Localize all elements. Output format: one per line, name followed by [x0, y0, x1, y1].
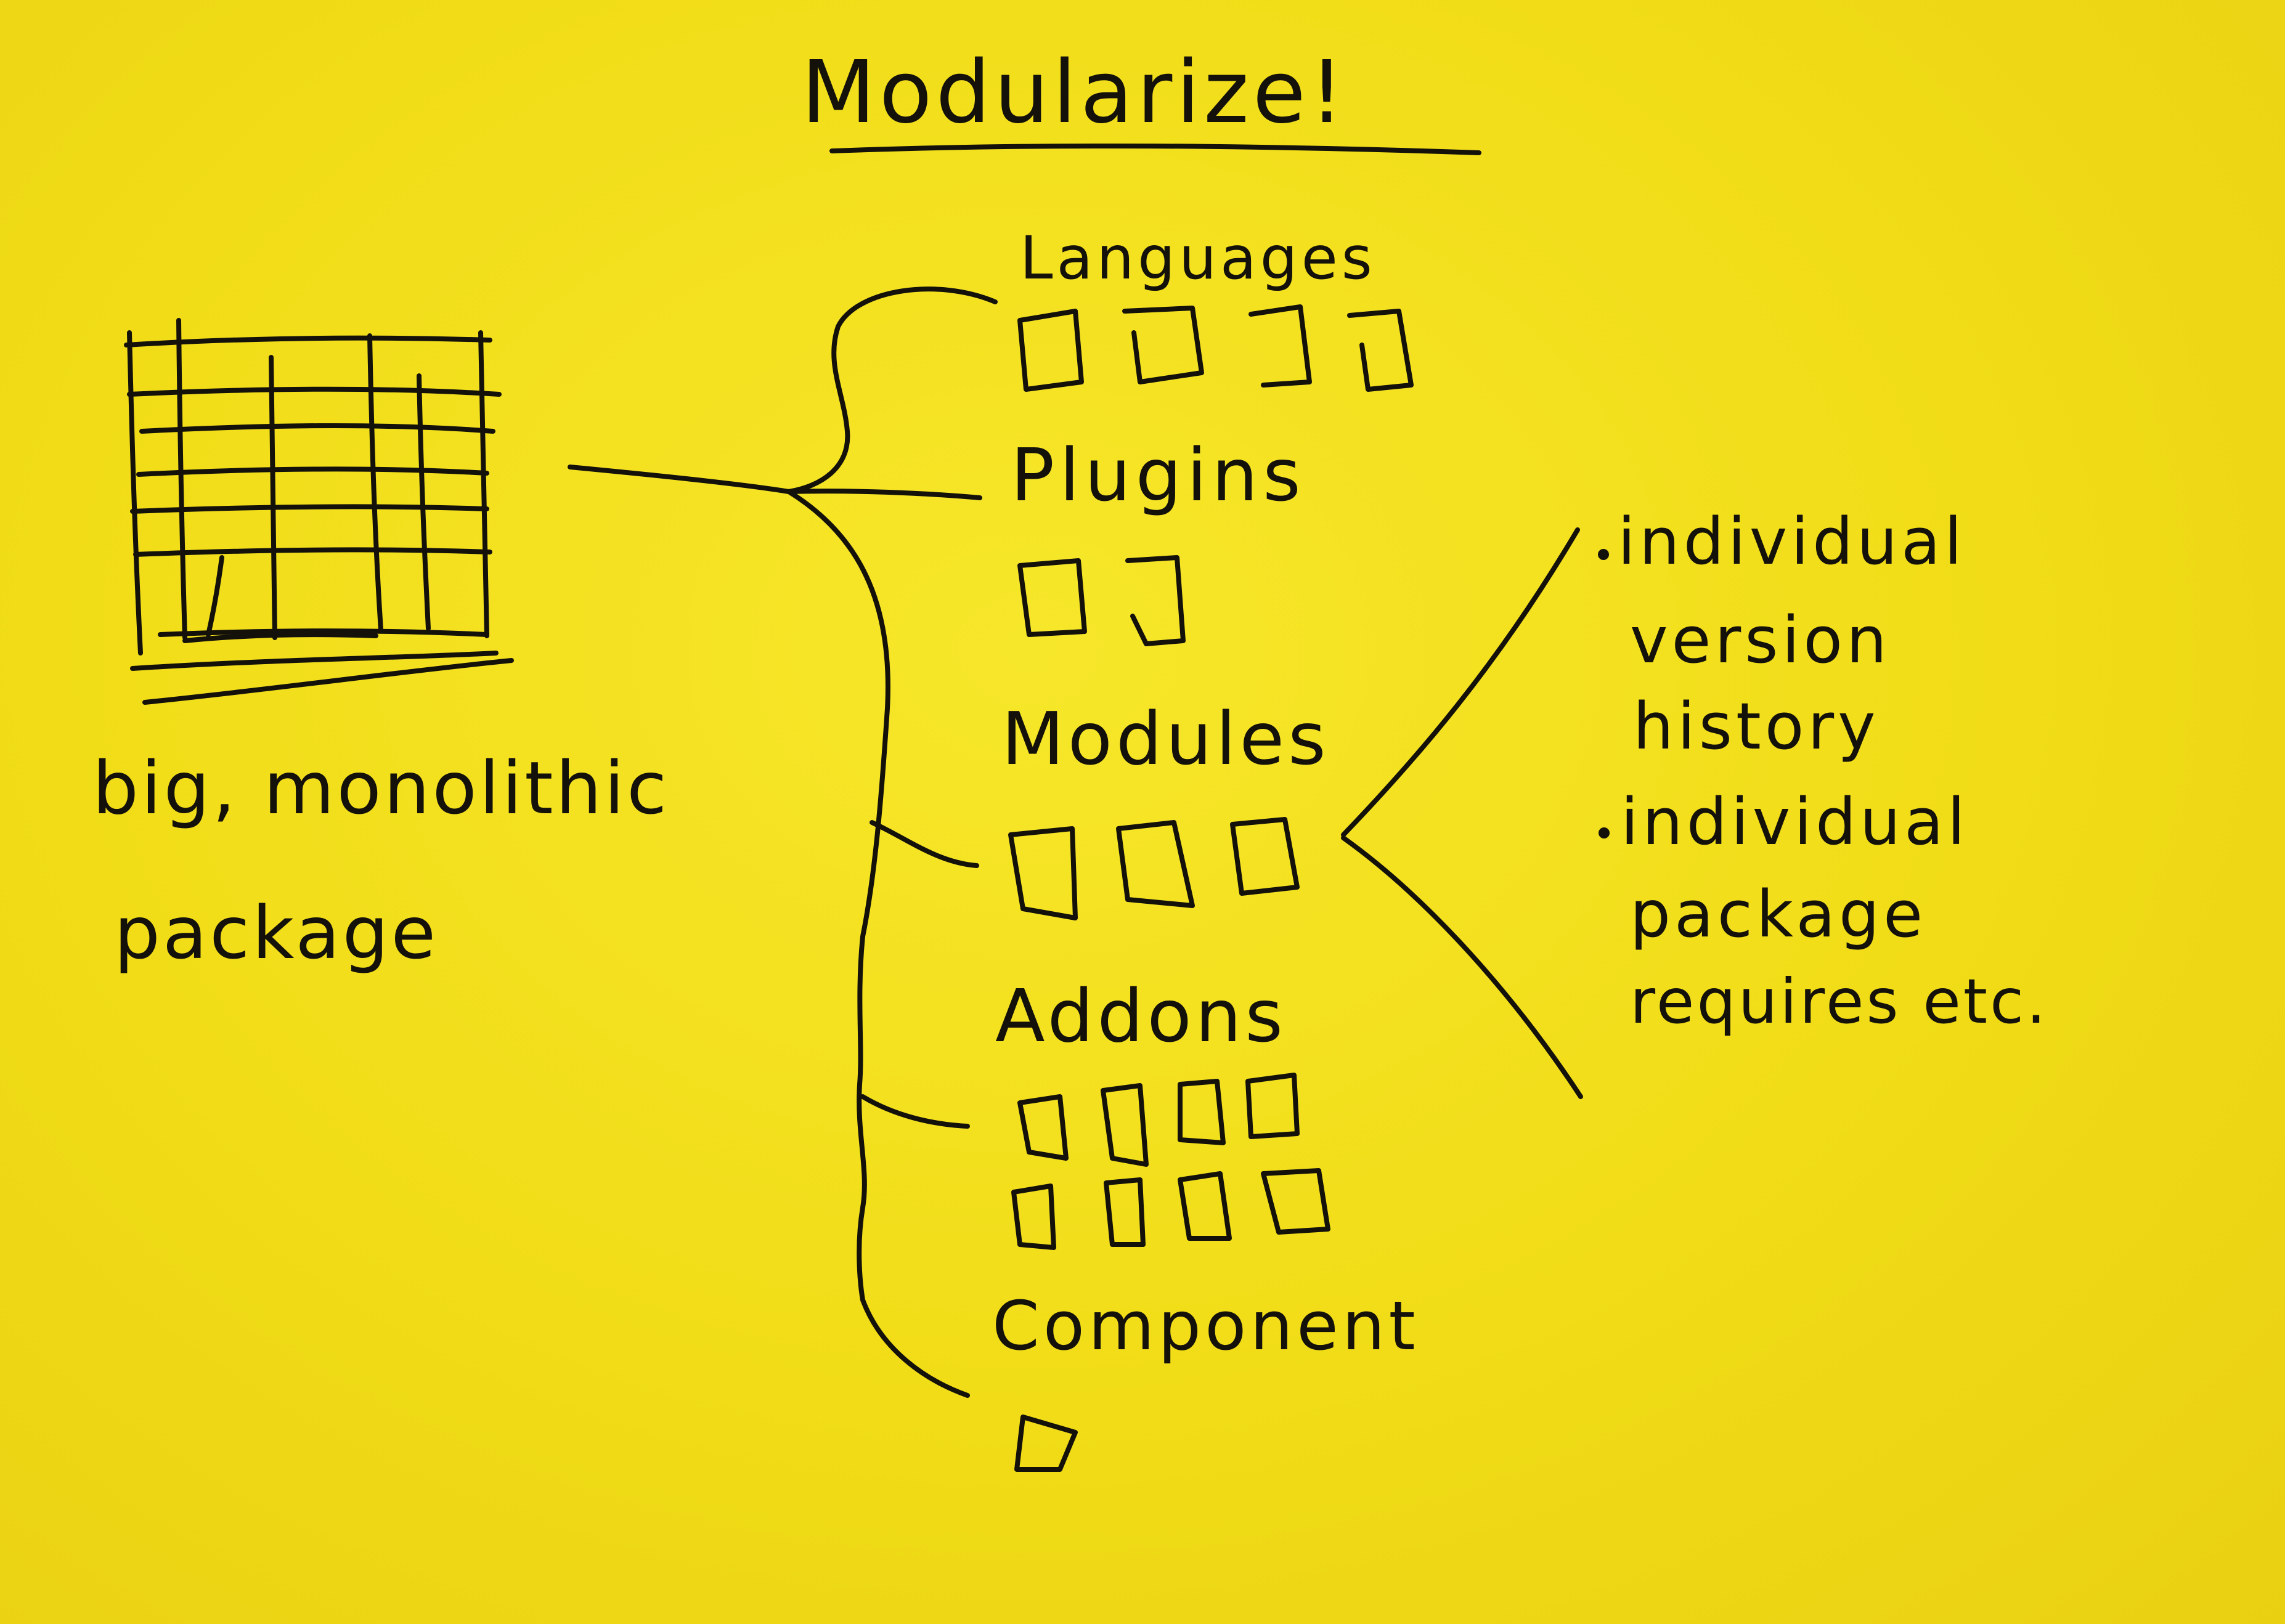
modules-fan-line-lower	[1341, 835, 1583, 1099]
package-icon	[1230, 817, 1300, 896]
package-icon	[1347, 309, 1414, 392]
category-modules-label: Modules	[1001, 696, 1330, 781]
languages-branch	[786, 286, 998, 494]
category-components-label: Component	[992, 1286, 1419, 1365]
package-icon	[1011, 1183, 1056, 1250]
package-icon	[1248, 304, 1312, 388]
note-1-line-2: version	[1630, 603, 1891, 678]
package-icon	[1101, 1083, 1149, 1167]
bullet-point	[1598, 549, 1609, 560]
package-icon	[1178, 1171, 1232, 1241]
package-icon	[1008, 826, 1078, 920]
package-icon	[1261, 1168, 1330, 1235]
bullet-point	[1599, 827, 1610, 838]
note-1-line-3: history	[1633, 689, 1880, 764]
category-plugins-label: Plugins	[1011, 432, 1306, 518]
package-icon	[1245, 1073, 1300, 1139]
monolithic-label-line2: package	[114, 890, 438, 975]
monolithic-grid-sketch	[124, 318, 514, 705]
category-languages-label: Languages	[1020, 224, 1376, 293]
package-icon	[1017, 309, 1084, 392]
monolith-connector	[568, 465, 791, 494]
title-underline	[829, 143, 1481, 155]
diagram-title: Modularize!	[801, 43, 1348, 143]
notes-list: individual version history individual pa…	[1598, 504, 2048, 1037]
modules-branch	[870, 820, 979, 868]
main-trunk	[786, 489, 890, 1302]
package-icon	[1125, 555, 1186, 646]
modules-fan-line-upper	[1341, 527, 1580, 837]
note-1-line-1: individual	[1618, 504, 1966, 579]
note-2-line-2: package	[1630, 877, 1926, 952]
note-2-line-1: individual	[1621, 784, 1969, 859]
languages-package-icons	[1017, 304, 1414, 392]
note-2-line-3: requires etc.	[1630, 965, 2048, 1037]
package-icon	[1122, 306, 1204, 384]
package-icon	[1017, 1094, 1069, 1161]
components-branch	[860, 1297, 970, 1398]
package-icon	[1116, 820, 1195, 908]
package-icon	[1104, 1177, 1146, 1247]
plugins-branch	[786, 489, 982, 500]
monolithic-label-line1: big, monolithic	[92, 745, 669, 830]
plugins-package-icons	[1017, 555, 1186, 646]
addons-branch	[860, 1094, 970, 1129]
component-package-icon	[1014, 1415, 1078, 1472]
package-icon	[1017, 558, 1087, 637]
modules-package-icons	[1008, 817, 1300, 920]
addons-package-icons	[1011, 1073, 1330, 1250]
package-icon	[1178, 1079, 1226, 1145]
category-addons-label: Addons	[995, 973, 1287, 1058]
